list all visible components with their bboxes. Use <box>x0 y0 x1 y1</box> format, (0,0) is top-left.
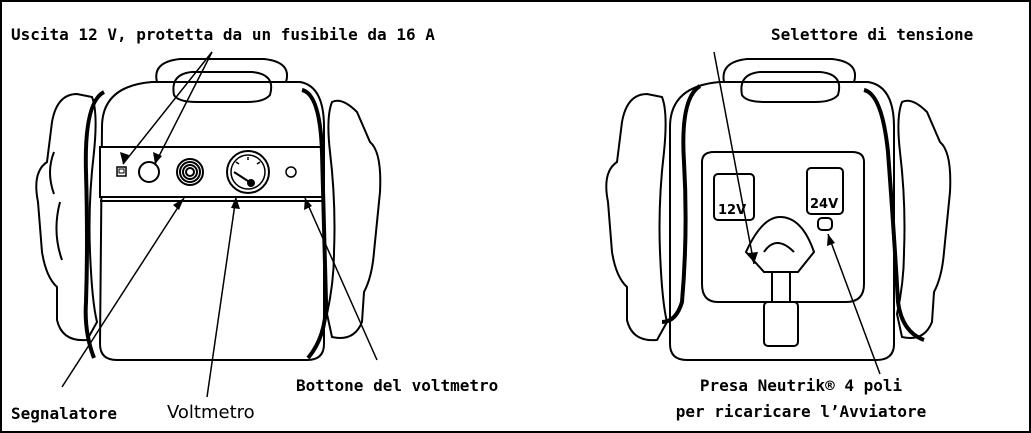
rear-handle <box>722 58 856 83</box>
leader-lines <box>61 51 881 398</box>
rear-left-cable <box>661 84 702 324</box>
leader-voltmeter-button <box>304 197 378 361</box>
rear-right-cable <box>863 88 925 342</box>
rear-handle-hole <box>740 71 841 103</box>
selector-24v-text: 24V <box>810 197 838 212</box>
leader-output-12v-a <box>122 51 213 165</box>
rear-cable-loop <box>744 215 816 273</box>
label-neutrik-line2: per ricaricare l’Avviatore <box>675 402 927 421</box>
rear-left-clamp <box>605 92 669 342</box>
label-voltmeter: Voltmetro <box>167 402 255 423</box>
label-voltage-selector: Selettore di tensione <box>771 25 974 44</box>
front-voltmeter-gauge <box>226 150 270 194</box>
front-body <box>98 81 325 361</box>
front-right-clamp <box>325 99 382 339</box>
front-left-cable <box>83 90 106 359</box>
rear-right-clamp <box>895 99 952 339</box>
leader-voltmeter <box>206 196 237 398</box>
rear-plug <box>763 301 799 347</box>
leader-output-12v-b <box>154 51 213 165</box>
leader-neutrik <box>827 233 881 375</box>
rear-12v-window <box>713 173 755 221</box>
rear-view-device <box>605 58 952 361</box>
rear-panel <box>701 151 865 303</box>
selector-12v-text: 12V <box>718 203 746 218</box>
front-voltmeter-button <box>285 166 297 178</box>
leader-indicator <box>61 197 185 388</box>
front-view-device <box>35 58 382 361</box>
front-spiral-connector <box>176 158 204 186</box>
rear-neutrik-socket <box>817 217 833 231</box>
front-left-clamp <box>35 92 99 342</box>
label-voltmeter-button: Bottone del voltmetro <box>296 376 499 395</box>
front-control-panel <box>99 146 325 198</box>
front-handle <box>155 58 288 83</box>
leader-arrowheads <box>120 152 835 264</box>
label-output-12v: Uscita 12 V, protetta da un fusibile da … <box>11 25 435 44</box>
front-handle-hole <box>172 71 273 103</box>
front-right-cable <box>301 88 329 360</box>
label-neutrik-line1: Presa Neutrik® 4 poli <box>699 376 903 395</box>
leader-voltage-selector <box>713 51 755 265</box>
rear-24v-window <box>806 167 844 215</box>
front-12v-socket <box>138 161 160 183</box>
front-indicator-square <box>116 166 127 177</box>
label-indicator: Segnalatore <box>11 404 117 423</box>
